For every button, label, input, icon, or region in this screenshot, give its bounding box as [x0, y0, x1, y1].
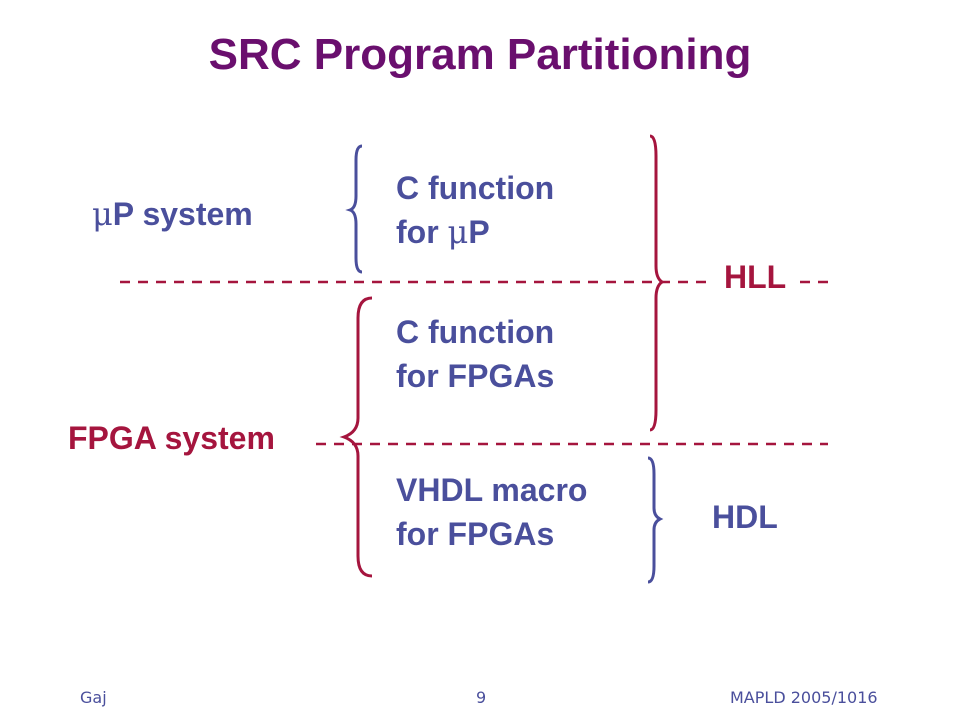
c-function-up-line2: for μP — [396, 210, 554, 254]
hdl-brace — [647, 456, 664, 584]
footer-page-number: 9 — [476, 688, 487, 707]
vhdl-macro-line1: VHDL macro — [396, 472, 588, 508]
vhdl-macro-block: VHDL macro for FPGAs — [396, 468, 587, 556]
hdl-label: HDL — [712, 499, 778, 535]
c-function-fpga-block: C function for FPGAs — [396, 310, 554, 398]
up-system-label: μP system — [92, 192, 253, 236]
c-function-up-p: P — [468, 214, 490, 250]
slide-title: SRC Program Partitioning — [208, 30, 752, 79]
fpga-system-label: FPGA system — [68, 420, 275, 456]
c-function-up-line1: C function — [396, 170, 555, 206]
c-function-fpga-line1: C function — [396, 314, 555, 350]
fpga-system-brace — [339, 296, 373, 578]
footer-author: Gaj — [80, 688, 107, 707]
c-function-up-block: C function for μP — [396, 166, 554, 254]
hll-brace — [649, 134, 665, 432]
footer-conference: MAPLD 2005/1016 — [730, 688, 878, 707]
vhdl-macro-line2: for FPGAs — [396, 516, 555, 552]
c-function-up-for: for — [396, 214, 448, 250]
mu-symbol: μ — [92, 195, 113, 233]
hll-label: HLL — [720, 255, 791, 299]
up-system-text: P system — [112, 196, 253, 232]
up-system-brace — [345, 144, 363, 274]
mu-symbol: μ — [447, 213, 469, 251]
c-function-fpga-line2: for FPGAs — [396, 358, 555, 394]
